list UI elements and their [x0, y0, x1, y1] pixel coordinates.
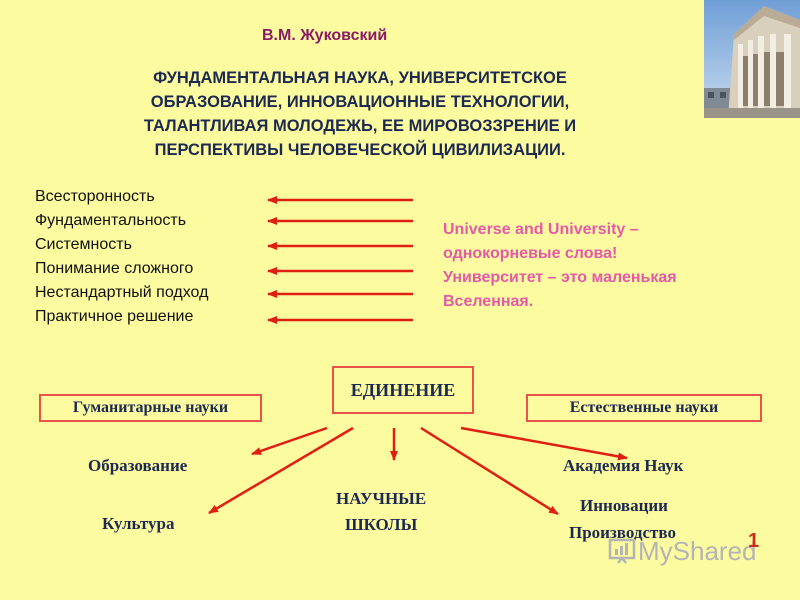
heading-line: ПЕРСПЕКТИВЫ ЧЕЛОВЕЧЕСКОЙ ЦИВИЛИЗАЦИИ.: [154, 141, 566, 159]
heading-line: ОБРАЗОВАНИЕ, ИННОВАЦИОННЫЕ ТЕХНОЛОГИИ,: [150, 93, 570, 111]
arrow-to-education: [251, 426, 328, 456]
arrow-to-production: [420, 426, 559, 516]
schools-line: НАУЧНЫЕ: [336, 489, 427, 508]
culture-label: Культура: [102, 514, 175, 533]
slide-heading: ФУНДАМЕНТАЛЬНАЯ НАУКА, УНИВЕРСИТЕТСКОЕ О…: [60, 66, 660, 162]
arrow-to-academy: [460, 426, 628, 461]
note-line: Universe and University –: [443, 221, 639, 238]
production-label: Производство: [569, 523, 676, 542]
heading-line: ФУНДАМЕНТАЛЬНАЯ НАУКА, УНИВЕРСИТЕТСКОЕ: [153, 69, 567, 87]
scientific-schools-label: НАУЧНЫЕ ШКОЛЫ: [336, 486, 426, 538]
unity-box: ЕДИНЕНИЕ: [332, 366, 474, 414]
note-line: Вселенная.: [443, 293, 534, 310]
academy-label: Академия Наук: [563, 456, 684, 475]
qualities-list: Всесторонность Фундаментальность Системн…: [35, 185, 208, 329]
humanities-box: Гуманитарные науки: [39, 394, 262, 422]
quality-item: Всесторонность: [35, 188, 155, 205]
watermark-text: MyShared: [638, 536, 757, 566]
quality-item: Понимание сложного: [35, 260, 194, 277]
author-name: В.М. Жуковский: [262, 27, 388, 44]
arrow-to-culture: [208, 426, 354, 515]
quality-item: Фундаментальность: [35, 212, 187, 229]
schools-line: ШКОЛЫ: [344, 515, 418, 534]
university-note: Universe and University – однокорневые с…: [443, 218, 723, 314]
heading-line: ТАЛАНТЛИВАЯ МОЛОДЕЖЬ, ЕЕ МИРОВОЗЗРЕНИЕ И: [143, 117, 577, 135]
myshared-logo-icon: [608, 538, 636, 564]
quality-item: Нестандартный подход: [35, 284, 209, 301]
education-label: Образование: [88, 456, 188, 475]
innovation-label: Инновации: [580, 496, 668, 515]
note-line: однокорневые слова!: [443, 245, 618, 262]
myshared-watermark: MyShared: [608, 536, 757, 567]
natural-sciences-box: Естественные науки: [526, 394, 762, 422]
quality-item: Практичное решение: [35, 308, 194, 325]
note-line: Университет – это маленькая: [443, 269, 677, 286]
quality-item: Системность: [35, 236, 132, 253]
page-number: 1: [748, 530, 760, 552]
university-building-photo: [704, 0, 800, 118]
